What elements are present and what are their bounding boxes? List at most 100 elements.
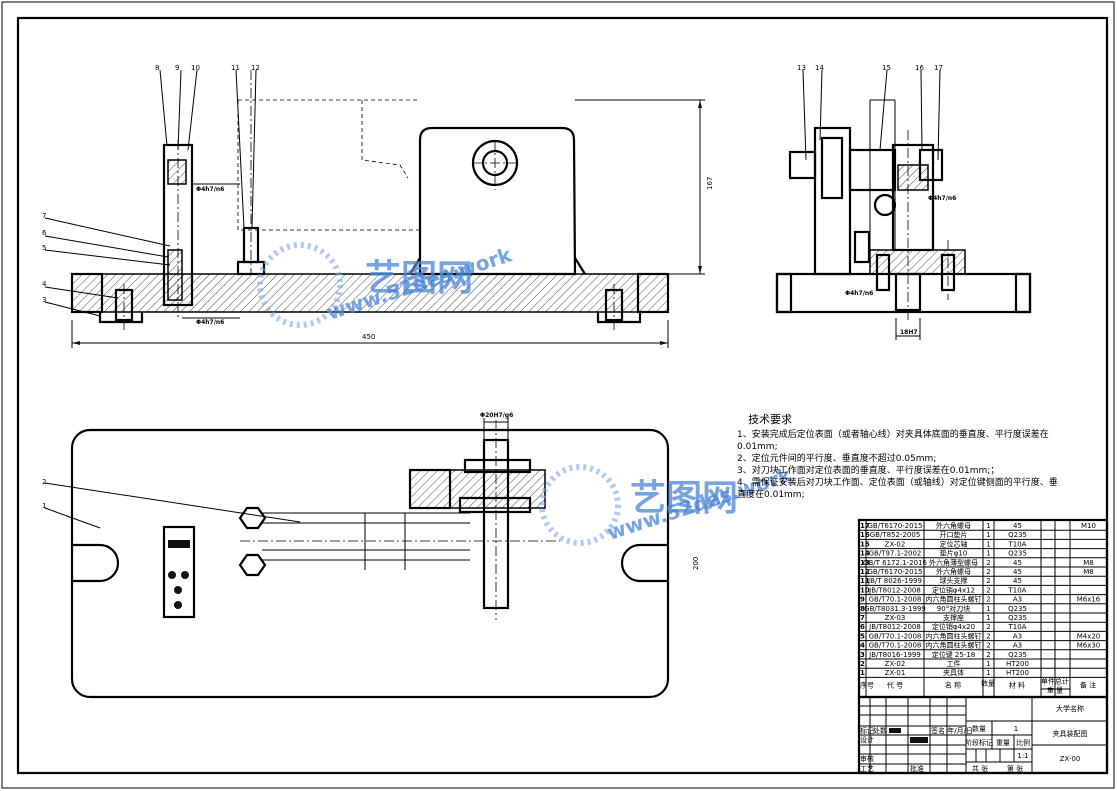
balloon-2: 2 xyxy=(42,478,46,486)
bom-cell-material: T10A xyxy=(1008,623,1027,631)
weight-label: 重量 xyxy=(996,739,1010,747)
bom-cell-no: 2 xyxy=(860,660,865,668)
bom-cell-no: 16 xyxy=(860,531,870,539)
bom-cell-material: Q235 xyxy=(1008,531,1027,539)
bom-cell-code: GB/T97.1-2002 xyxy=(869,550,922,558)
fit-label: Φ4h7/n6 xyxy=(196,186,224,193)
bom-cell-name: 外六角螺母 xyxy=(936,521,971,530)
workpiece-outline xyxy=(237,99,420,231)
bom-cell-material: Q235 xyxy=(1008,605,1027,613)
drawing-number: ZX-00 xyxy=(1060,755,1081,763)
drawing-name: 夹具装配图 xyxy=(1053,729,1088,738)
bom-cell-note: M4x20 xyxy=(1077,632,1101,640)
svg-text:艺图网: 艺图网 xyxy=(630,478,738,519)
setting-block-plan xyxy=(162,525,196,619)
bom-cell-material: 45 xyxy=(1013,522,1022,530)
quantity-label: 数量 xyxy=(972,724,986,733)
side-mandrel xyxy=(848,148,897,192)
bom-header-qty: 数量 xyxy=(981,678,995,687)
sheets-total: 共 张 xyxy=(972,764,988,773)
bom-cell-note: M8 xyxy=(1083,568,1094,576)
bom-cell-material: A3 xyxy=(1013,632,1022,640)
tech-req-line: 4、需保证安装后对刀块工作面、定位表面（或轴线）对定位键侧面的平行度、垂 xyxy=(737,476,1058,488)
balloon-4: 4 xyxy=(42,280,47,288)
tech-req-line: 1、安装完成后定位表面（或者轴心线）对夹具体底面的垂直度、平行度误差在 xyxy=(737,428,1049,440)
process-label: 工艺 xyxy=(860,765,874,773)
balloon-7: 7 xyxy=(42,212,46,220)
bom-cell-qty: 1 xyxy=(986,540,990,548)
bom-cell-no: 11 xyxy=(860,577,870,585)
sheet-number: 第 张 xyxy=(1007,764,1023,773)
svg-text:艺图网: 艺图网 xyxy=(365,258,473,299)
title-block: 大学名称 夹具装配图 ZX-00 数量 1 阶段标记 重量 比例 1:1 共 张… xyxy=(857,695,1109,775)
bom-cell-no: 9 xyxy=(860,596,865,604)
leader-lines xyxy=(44,69,257,317)
school-name: 大学名称 xyxy=(1056,704,1084,713)
balloon-10: 10 xyxy=(191,64,200,72)
bom-header-material: 材 料 xyxy=(1009,680,1025,689)
tech-req-line: 3、对刀块工作面对定位表面的垂直度、平行度误差在0.01mm;； xyxy=(737,464,999,476)
bom-cell-code: GB/T6170-2015 xyxy=(867,522,922,530)
bom-cell-qty: 2 xyxy=(986,651,990,659)
bom-cell-material: Q235 xyxy=(1008,550,1027,558)
slot-left xyxy=(72,543,120,583)
side-view xyxy=(775,69,1032,340)
scale-value: 1:1 xyxy=(1017,752,1028,760)
balloon-9: 9 xyxy=(175,64,179,72)
dimension-200: 200 xyxy=(692,557,700,570)
bom-cell-name: 球头支撑 xyxy=(940,576,968,585)
bom-cell-material: A3 xyxy=(1013,642,1022,650)
bom-cell-qty: 2 xyxy=(986,586,990,594)
balloon-17: 17 xyxy=(934,64,943,72)
quantity-value: 1 xyxy=(1014,725,1018,733)
bom-cell-qty: 1 xyxy=(986,614,990,622)
bom-cell-code: ZX-02 xyxy=(885,540,906,548)
top-view xyxy=(44,418,670,699)
balloon-8: 8 xyxy=(155,64,159,72)
balloon-14: 14 xyxy=(815,64,824,72)
bom-cell-code: GB/T70.1-2008 xyxy=(869,642,922,650)
bom-cell-no: 1 xyxy=(860,669,865,677)
bom-cell-qty: 1 xyxy=(986,522,990,530)
bom-cell-qty: 2 xyxy=(986,642,990,650)
bom-cell-code: GB/T6170-2015 xyxy=(867,568,922,576)
bom-cell-name: 开口垫片 xyxy=(940,530,968,539)
bom-cell-name: 外六角螺母 xyxy=(936,567,971,576)
bom-cell-name: 支撑座 xyxy=(943,613,964,622)
workpiece-plan xyxy=(262,512,470,570)
bom-cell-qty: 1 xyxy=(986,531,990,539)
bom-cell-name: 定位销φ4x12 xyxy=(932,585,975,594)
dimension-167: 167 xyxy=(706,177,714,190)
bom-cell-material: A3 xyxy=(1013,596,1022,604)
bom-cell-no: 14 xyxy=(860,550,870,558)
bom-cell-code: ZX-01 xyxy=(885,669,906,677)
bom-cell-name: 内六角圆柱头螺钉 xyxy=(926,641,982,650)
bom-cell-material: HT200 xyxy=(1006,669,1029,677)
bom-cell-code: GB/T70.1-2008 xyxy=(869,596,922,604)
stage-label: 阶段标记 xyxy=(965,738,993,747)
fit-label-mandrel: Φ20H7/g6 xyxy=(480,412,513,419)
dimension-450: 450 xyxy=(362,333,375,341)
bom-cell-no: 15 xyxy=(860,540,870,548)
bom-cell-qty: 2 xyxy=(986,596,990,604)
bom-header-code: 代 号 xyxy=(887,680,903,689)
balloon-13: 13 xyxy=(797,64,806,72)
balloon-3: 3 xyxy=(42,296,46,304)
front-view xyxy=(44,69,705,348)
bom-cell-name: 定位销φ4x20 xyxy=(932,622,975,631)
bom-cell-no: 3 xyxy=(860,651,865,659)
tech-req-title: 技术要求 xyxy=(748,413,792,426)
fit-label: Φ4h7/n6 xyxy=(845,290,873,297)
side-labels: 13 14 15 16 17 Φ4h7/n6 Φ4h7/n6 18H7 xyxy=(797,64,956,336)
bom-cell-name: 内六角圆柱头螺钉 xyxy=(926,595,982,604)
nut-12 xyxy=(238,506,267,530)
bom-cell-code: GB/T852-2005 xyxy=(870,531,921,539)
balloon-6: 6 xyxy=(42,229,47,237)
bom-cell-note: M6x30 xyxy=(1077,642,1101,650)
bom-cell-code: JB/T8016-1999 xyxy=(868,651,921,659)
bom-cell-name: 夹具体 xyxy=(943,668,964,677)
bom-cell-name: 定位键 25-18 xyxy=(932,650,976,659)
bom-cell-qty: 2 xyxy=(986,559,990,567)
